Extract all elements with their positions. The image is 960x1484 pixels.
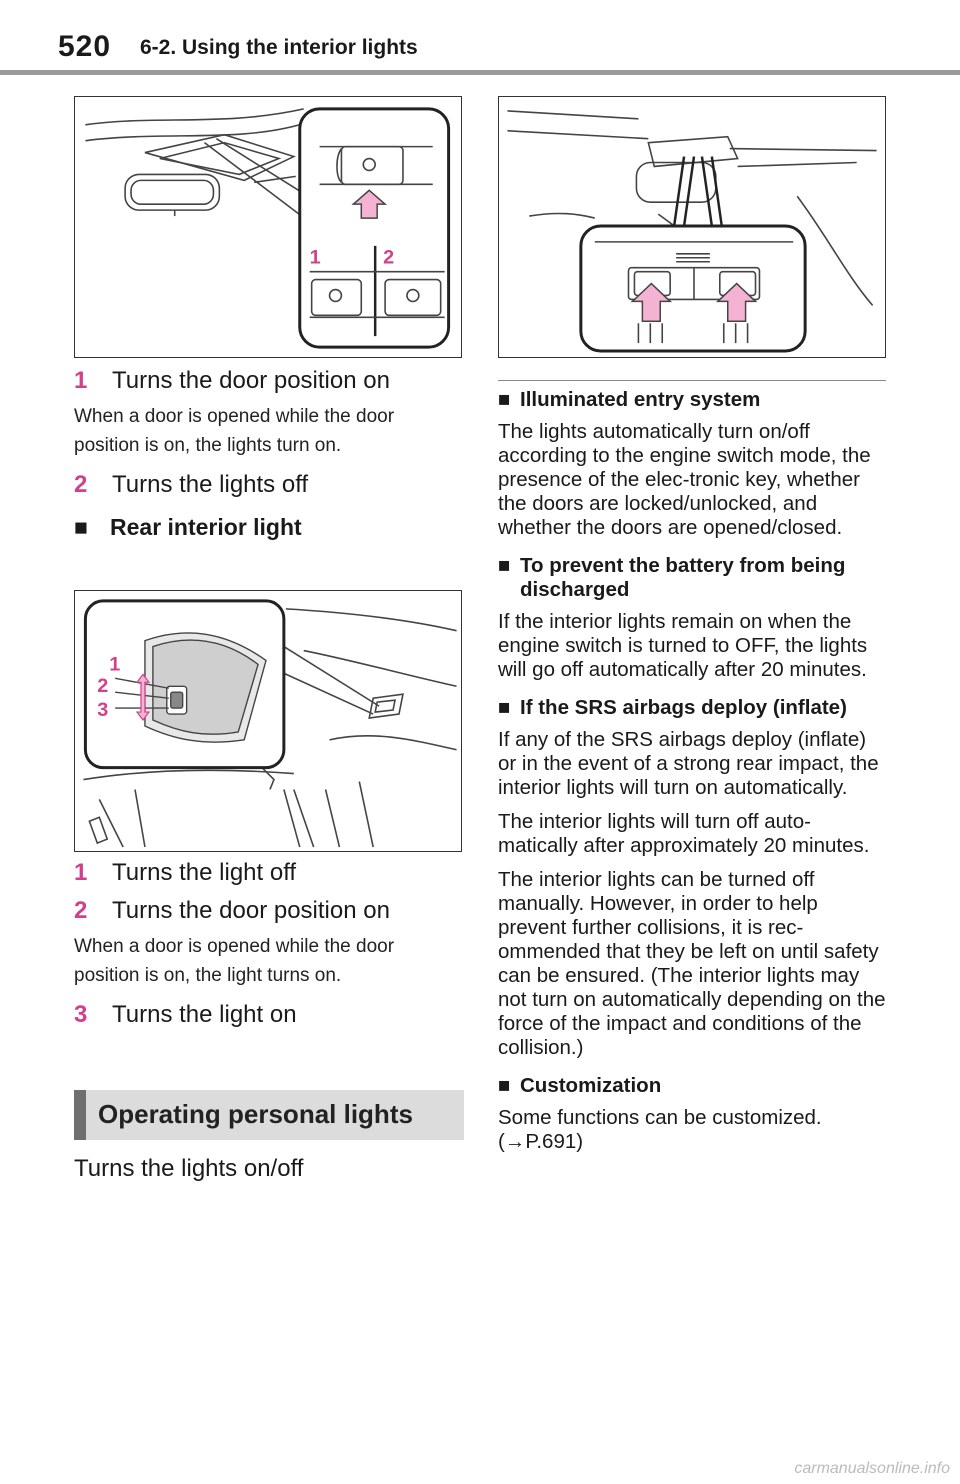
info-paragraph: The lights automatically turn on/off acc… [498,420,871,539]
step-number: 1 [74,859,88,886]
heading-text: Rear interior light [110,514,302,540]
step-number: 1 [74,367,88,394]
info-heading-text: If the SRS airbags deploy (inflate) [520,696,847,719]
step-text: Turns the door position on [112,897,390,924]
step-text: Turns the door position on [112,367,390,394]
step-number: 2 [74,471,88,498]
front-label-1: 1 [310,247,321,269]
square-bullet-icon: ■ [498,554,511,577]
rear-note: When a door is opened while the door pos… [74,936,395,986]
header-rule [0,70,960,75]
step-number: 2 [74,897,88,924]
front-light-illustration: 1 2 [85,107,451,349]
rear-step-3: 3 Turns the light on [74,1000,464,1030]
front-note: When a door is opened while the door pos… [74,406,395,456]
rear-interior-light-figure: 1 2 3 [74,590,462,852]
info-section-srs-airbags: ■ If the SRS airbags deploy (inflate) If… [498,696,888,1060]
front-step-1: 1 Turns the door position on [74,366,464,396]
front-step-2: 2 Turns the lights off [74,470,464,500]
rear-light-steps: 1 Turns the light off 2 Turns the door p… [74,858,464,1030]
info-paragraph: The interior lights can be turned off ma… [498,868,886,1059]
info-heading: ■ Illuminated entry system [498,388,888,412]
square-bullet-icon: ■ [498,1074,511,1097]
rear-light-heading: ■ Rear interior light [74,512,464,542]
info-heading: ■ Customization [498,1074,888,1098]
info-heading-text: To prevent the battery from being discha… [520,554,846,601]
info-section-customization: ■ Customization Some functions can be cu… [498,1074,888,1154]
step-text: Turns the light off [112,859,297,886]
personal-lights-illustration [507,110,877,353]
rear-step-2: 2 Turns the door position on [74,896,464,926]
info-heading: ■ To prevent the battery from being disc… [498,554,888,602]
section-banner: Operating personal lights [74,1090,464,1140]
rear-label-3: 3 [97,699,108,721]
info-paragraph: The interior lights will turn off auto-m… [498,810,870,857]
info-heading-text: Customization [520,1074,662,1097]
rear-step-1: 1 Turns the light off [74,858,464,888]
info-section-illuminated-entry: ■ Illuminated entry system The lights au… [498,388,888,540]
info-paragraph: If any of the SRS airbags deploy (inflat… [498,728,879,799]
step-text: Turns the light on [112,1001,297,1028]
info-paragraph: If the interior lights remain on when th… [498,610,868,681]
step-text: Turns the lights off [112,471,309,498]
page-number: 520 [58,30,112,63]
square-bullet-icon: ■ [74,514,88,540]
rear-label-2: 2 [97,675,108,697]
square-bullet-icon: ■ [498,696,511,719]
square-bullet-icon: ■ [498,388,511,411]
column-rule [498,380,886,381]
personal-lights-text: Turns the lights on/off [74,1155,304,1182]
section-title: 6-2. Using the interior lights [140,36,418,59]
rear-light-illustration: 1 2 3 [83,599,457,848]
front-label-2: 2 [383,247,394,269]
front-interior-light-figure: 1 2 [74,96,462,358]
step-number: 3 [74,1001,88,1028]
info-heading-text: Illuminated entry system [520,388,761,411]
banner-title: Operating personal lights [98,1099,413,1129]
info-column: ■ Illuminated entry system The lights au… [498,388,888,1154]
info-heading: ■ If the SRS airbags deploy (inflate) [498,696,888,720]
info-section-battery: ■ To prevent the battery from being disc… [498,554,888,682]
watermark: carmanualsonline.info [794,1460,950,1477]
page-header: 520 6-2. Using the interior lights [0,0,960,78]
info-paragraph: Some functions can be customized. (→P.69… [498,1106,822,1153]
personal-lights-figure [498,96,886,358]
front-light-steps: 1 Turns the door position on When a door… [74,366,464,542]
rear-label-1: 1 [109,653,120,675]
